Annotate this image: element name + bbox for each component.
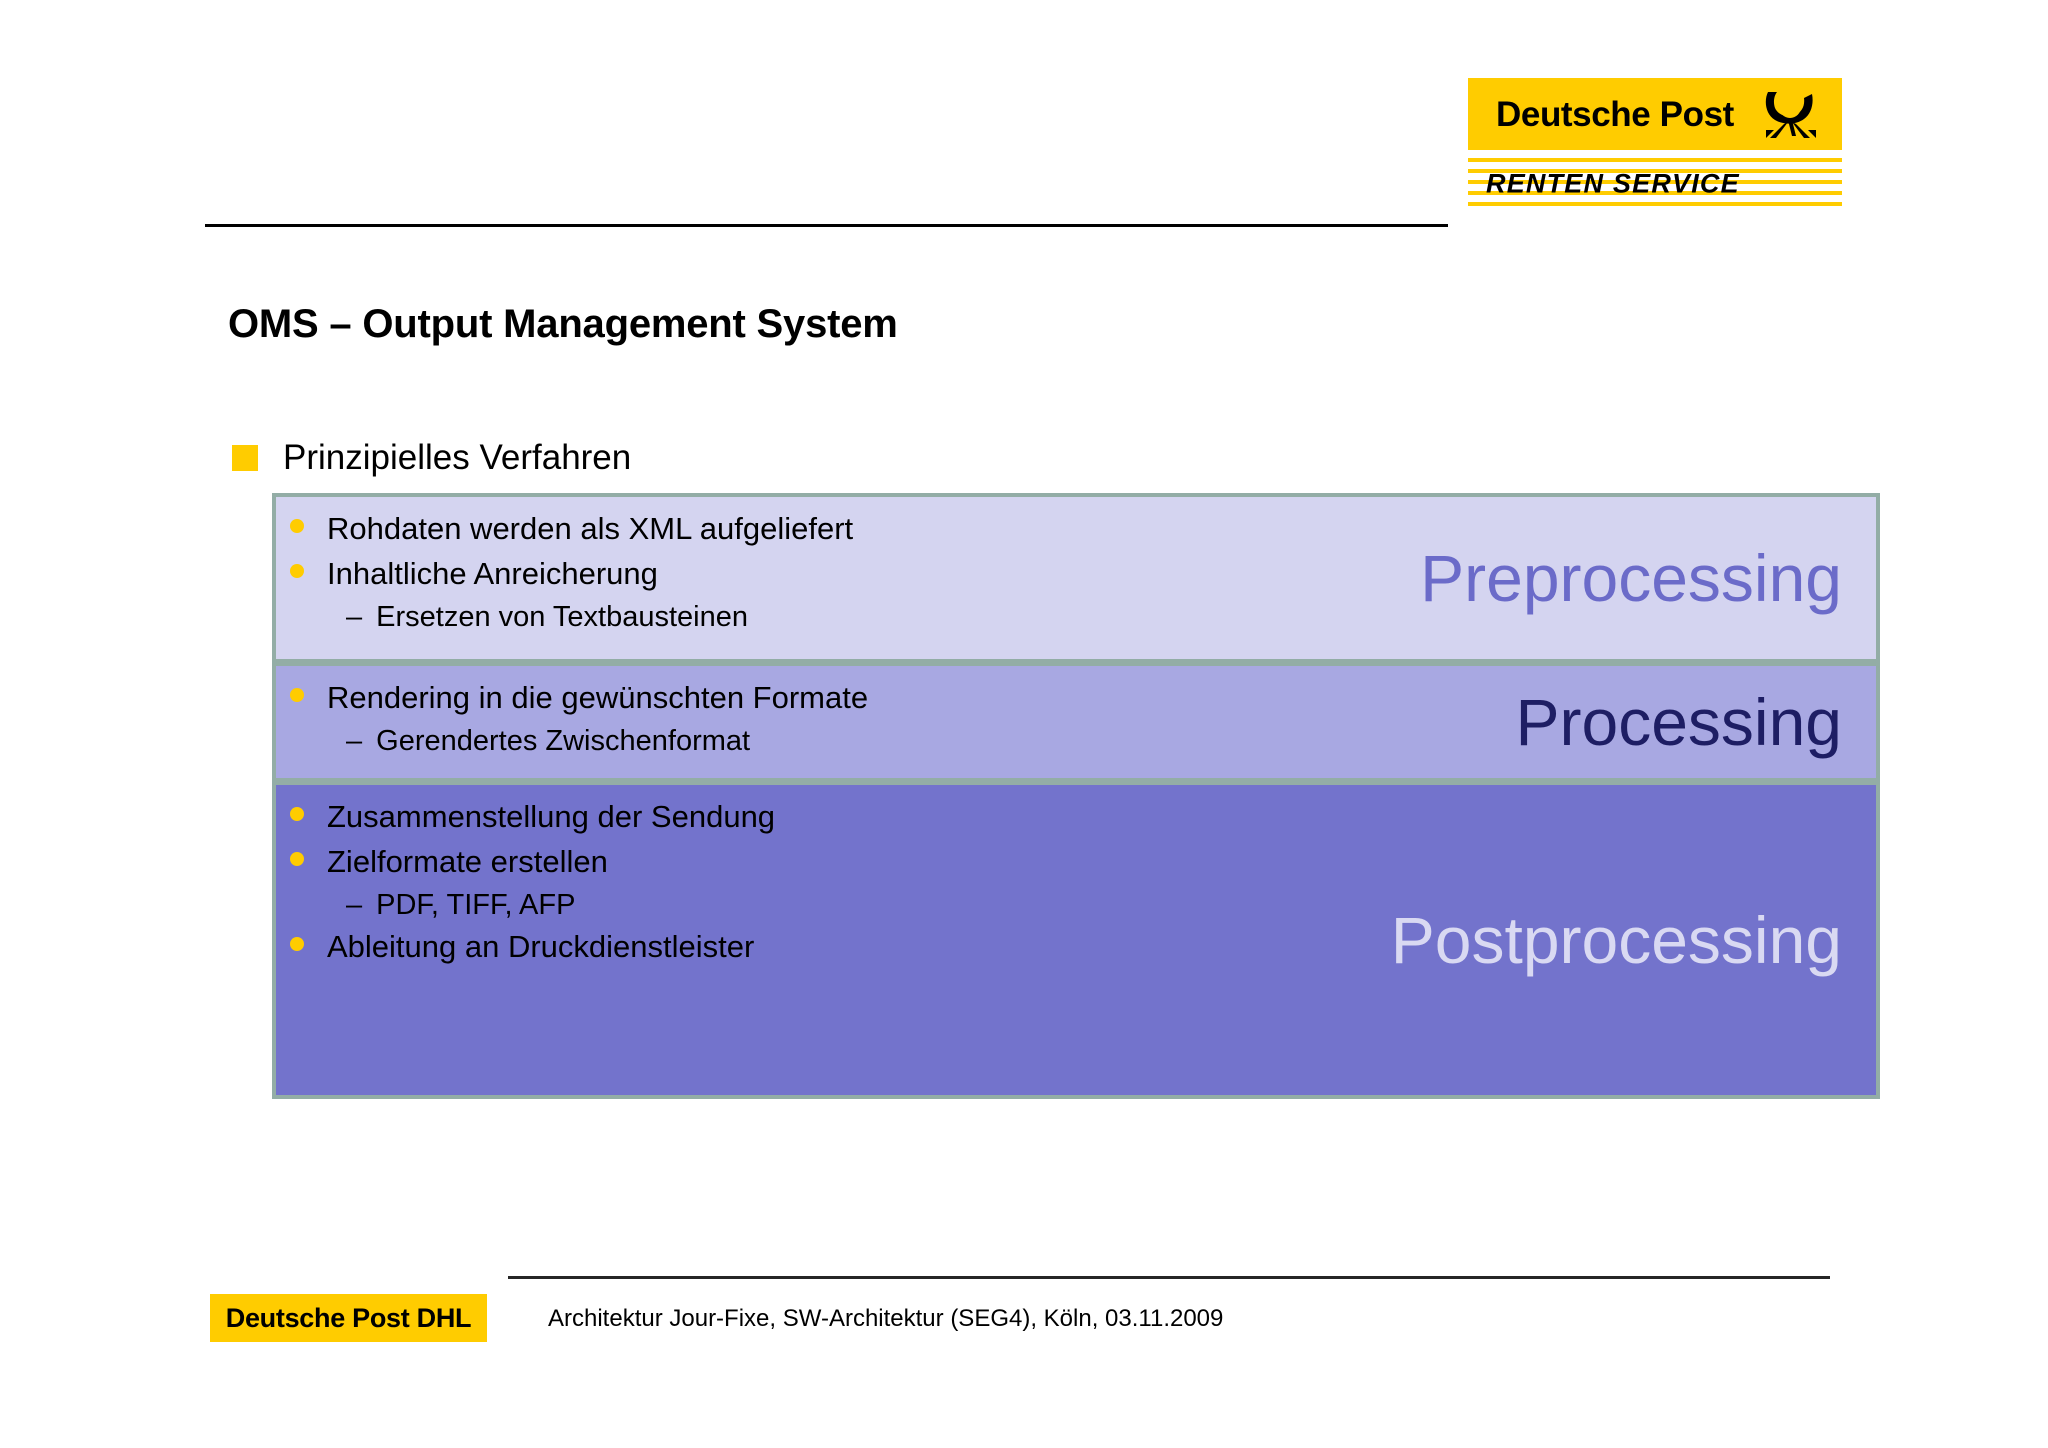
renten-service-stripes bbox=[1468, 158, 1842, 210]
list-item: Zielformate erstellen bbox=[290, 844, 1876, 880]
round-bullet-icon bbox=[290, 564, 304, 578]
stage-band-processing: Rendering in die gewünschten Formate – G… bbox=[272, 662, 1880, 782]
sub-list-item: – PDF, TIFF, AFP bbox=[346, 889, 1876, 922]
post-horn-icon bbox=[1765, 92, 1816, 138]
list-item-label: Rendering in die gewünschten Formate bbox=[327, 680, 869, 715]
sub-list-item-label: Ersetzen von Textbausteinen bbox=[376, 601, 749, 633]
stage-items-postprocessing: Zusammenstellung der Sendung Zielformate… bbox=[276, 785, 1876, 974]
lead-bullet-label: Prinzipielles Verfahren bbox=[283, 438, 632, 477]
stage-band-postprocessing: Zusammenstellung der Sendung Zielformate… bbox=[272, 781, 1880, 1099]
list-item-label: Rohdaten werden als XML aufgeliefert bbox=[327, 511, 854, 546]
deutsche-post-logo-bar: Deutsche Post bbox=[1468, 78, 1842, 150]
stage-label-processing: Processing bbox=[1515, 685, 1843, 759]
list-item: Inhaltliche Anreicherung bbox=[290, 556, 1876, 592]
process-stage-stack: Rohdaten werden als XML aufgeliefert Inh… bbox=[272, 493, 1880, 1099]
footer-divider-line bbox=[508, 1276, 1830, 1279]
list-item-label: Inhaltliche Anreicherung bbox=[327, 556, 658, 591]
lead-bullet-row: Prinzipielles Verfahren bbox=[232, 438, 631, 478]
stage-label-preprocessing: Preprocessing bbox=[1420, 541, 1842, 615]
renten-service-logo-block: RENTEN SERVICE bbox=[1468, 158, 1842, 210]
renten-service-wordmark: RENTEN SERVICE bbox=[1486, 168, 1740, 199]
stage-items-preprocessing: Rohdaten werden als XML aufgeliefert Inh… bbox=[276, 497, 1876, 641]
round-bullet-icon bbox=[290, 688, 304, 702]
dash-bullet-icon: – bbox=[346, 889, 363, 921]
sub-list-item-label: Gerendertes Zwischenformat bbox=[376, 725, 751, 757]
round-bullet-icon bbox=[290, 937, 304, 951]
header-divider-line bbox=[205, 224, 1448, 227]
round-bullet-icon bbox=[290, 852, 304, 866]
list-item-label: Zielformate erstellen bbox=[327, 844, 608, 879]
sub-list-item: – Ersetzen von Textbausteinen bbox=[346, 601, 1876, 634]
deutsche-post-wordmark: Deutsche Post bbox=[1496, 94, 1734, 134]
list-item: Rohdaten werden als XML aufgeliefert bbox=[290, 511, 1876, 547]
round-bullet-icon bbox=[290, 807, 304, 821]
list-item-label: Zusammenstellung der Sendung bbox=[327, 799, 776, 834]
page-title: OMS – Output Management System bbox=[228, 302, 898, 346]
stage-label-postprocessing: Postprocessing bbox=[1390, 903, 1842, 977]
deutsche-post-renten-service-logo: Deutsche Post RENTEN SERVICE bbox=[1468, 78, 1842, 210]
dash-bullet-icon: – bbox=[346, 601, 363, 633]
list-item-label: Ableitung an Druckdienstleister bbox=[327, 929, 755, 964]
round-bullet-icon bbox=[290, 519, 304, 533]
list-item: Ableitung an Druckdienstleister bbox=[290, 929, 1876, 965]
footer-note: Architektur Jour-Fixe, SW-Architektur (S… bbox=[548, 1305, 1224, 1332]
dash-bullet-icon: – bbox=[346, 725, 363, 757]
stage-band-preprocessing: Rohdaten werden als XML aufgeliefert Inh… bbox=[272, 493, 1880, 663]
deutsche-post-dhl-wordmark: Deutsche Post DHL bbox=[225, 1302, 472, 1333]
list-item: Zusammenstellung der Sendung bbox=[290, 799, 1876, 835]
sub-list-item: – Gerendertes Zwischenformat bbox=[346, 725, 1876, 758]
stage-items-processing: Rendering in die gewünschten Formate – G… bbox=[276, 666, 1876, 765]
sub-list-item-label: PDF, TIFF, AFP bbox=[376, 889, 576, 921]
square-bullet-icon bbox=[232, 445, 258, 471]
deutsche-post-dhl-badge: Deutsche Post DHL bbox=[210, 1294, 487, 1342]
list-item: Rendering in die gewünschten Formate bbox=[290, 680, 1876, 716]
